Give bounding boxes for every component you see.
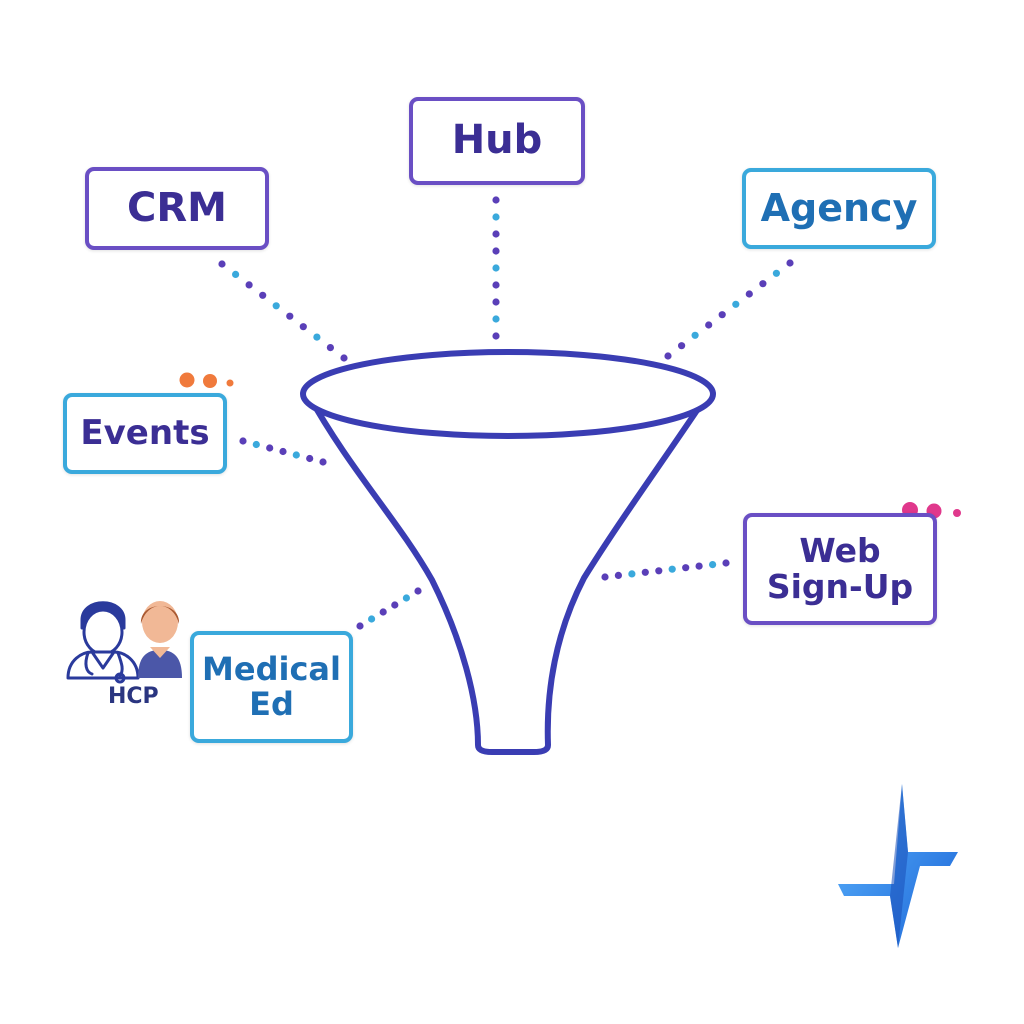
connector-dot	[641, 568, 649, 576]
connector-dot	[492, 281, 500, 289]
connector-dot	[678, 342, 686, 350]
connector-dot	[492, 332, 500, 340]
connector-dot	[218, 260, 226, 268]
connector-dot	[391, 601, 399, 609]
connector-dot	[668, 565, 676, 573]
connector-dot	[299, 323, 307, 331]
connector-dot	[279, 447, 287, 456]
connector-dot	[786, 259, 794, 267]
connector-group	[218, 196, 794, 630]
connector-dot	[326, 344, 334, 352]
medical-ed-node: Medical Ed	[190, 631, 353, 743]
connector-dot	[628, 570, 636, 578]
connector-hub	[492, 196, 500, 340]
connector-dot	[492, 315, 500, 323]
connector-dot	[232, 270, 240, 278]
logo-mark-icon	[838, 784, 958, 948]
connector-dot	[664, 352, 672, 360]
connector-dot	[759, 280, 767, 288]
connector-dot	[368, 615, 376, 623]
connector-dot	[379, 608, 387, 616]
connector-dot	[306, 454, 314, 463]
connector-dot	[492, 196, 500, 204]
crm-node: CRM	[85, 167, 269, 250]
funnel-icon	[300, 349, 716, 755]
connector-dot	[259, 291, 267, 299]
connector-web	[601, 559, 730, 581]
connector-dot	[695, 562, 703, 570]
connector-dot	[705, 321, 713, 329]
connector-events	[239, 437, 327, 466]
connector-dot	[272, 302, 280, 310]
web-sign-up-label-line-2: Sign-Up	[766, 567, 914, 606]
connector-dot	[492, 247, 500, 255]
connector-dot	[745, 290, 753, 298]
hcp-label: HCP	[108, 684, 159, 709]
connector-dot	[718, 311, 726, 319]
web-sign-up-node: Web Sign-Up	[743, 513, 937, 625]
events-label: Events	[80, 413, 210, 454]
connector-medical	[356, 587, 422, 630]
connector-dot	[239, 437, 247, 445]
connector-dot	[732, 300, 740, 308]
connector-dot	[402, 594, 410, 602]
medical-ed-label-line-1: Medical	[202, 650, 341, 689]
connector-dot	[319, 458, 327, 466]
doctor-icon	[66, 601, 140, 684]
connector-dot	[356, 622, 364, 630]
person-icon	[138, 601, 182, 678]
connector-dot	[292, 451, 300, 459]
connector-dot	[682, 564, 690, 572]
connector-dot	[313, 333, 321, 341]
connector-dot	[492, 298, 500, 306]
connector-dot	[492, 264, 500, 272]
orange-dots-icon	[179, 372, 234, 388]
connector-dot	[614, 571, 623, 580]
events-node: Events	[63, 393, 227, 474]
connector-agency	[664, 259, 794, 360]
medical-ed-label-line-2: Ed	[249, 685, 294, 723]
connector-dot	[709, 561, 717, 569]
hub-label: Hub	[451, 117, 543, 164]
agency-node: Agency	[742, 168, 936, 249]
connector-dot	[722, 559, 730, 567]
connector-dot	[340, 354, 348, 362]
connector-dot	[492, 230, 500, 238]
crm-label: CRM	[127, 184, 227, 231]
connector-dot	[245, 281, 253, 289]
connector-dot	[601, 573, 609, 581]
connector-dot	[252, 440, 260, 449]
agency-label: Agency	[760, 185, 918, 230]
hub-node: Hub	[409, 97, 585, 185]
web-sign-up-label-line-1: Web	[799, 531, 881, 571]
connector-dot	[691, 331, 699, 339]
connector-dot	[414, 587, 422, 595]
connector-dot	[286, 312, 294, 320]
connector-dot	[492, 213, 500, 221]
connector-dot	[266, 444, 274, 452]
connector-crm	[218, 260, 348, 362]
connector-dot	[655, 567, 663, 575]
connector-dot	[772, 269, 781, 277]
